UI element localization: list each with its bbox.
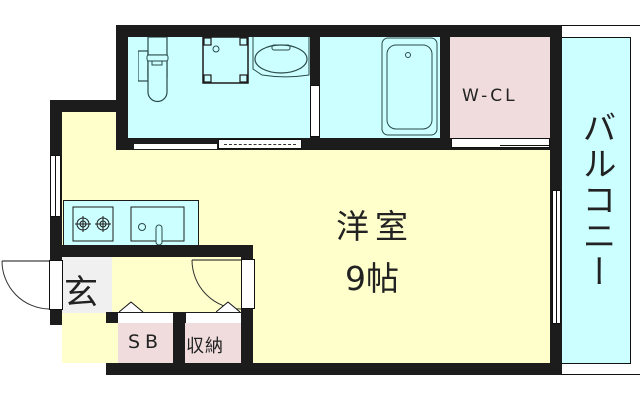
room-door[interactable] <box>241 259 255 309</box>
entry-top-wall <box>62 245 253 257</box>
door-track-line <box>500 145 550 146</box>
top-wall <box>116 25 562 37</box>
storage <box>185 323 241 363</box>
stove-icon <box>72 206 114 242</box>
western-room-name: 洋室 <box>336 207 414 246</box>
front-door[interactable] <box>49 260 63 310</box>
sliding-door-track[interactable] <box>218 139 302 149</box>
storage-label: 収納 <box>186 336 224 357</box>
bath-wcl-partition <box>440 37 450 138</box>
kitchen-sink-icon <box>130 206 185 246</box>
washroom-sliding-door[interactable] <box>134 144 217 149</box>
walk-in-closet-label: W-CL <box>462 86 518 106</box>
upper-left-wall <box>50 100 128 112</box>
entrance <box>62 257 112 313</box>
balcony <box>562 37 631 364</box>
sb-door[interactable] <box>118 313 173 323</box>
washroom-door[interactable] <box>310 85 320 137</box>
balcony-label: バルコニー <box>576 110 616 290</box>
bathtub-icon <box>381 37 438 136</box>
door-track-line <box>224 144 296 145</box>
washing-machine-pan-icon <box>202 37 249 84</box>
window-line <box>55 155 56 217</box>
shoe-box <box>118 323 173 363</box>
entrance-label: 玄 <box>64 273 98 313</box>
walk-in-closet <box>450 37 550 138</box>
bottom-wall <box>106 363 562 375</box>
western-room-size: 9帖 <box>345 259 399 298</box>
closet-door-arrow-icon <box>119 301 144 313</box>
storage-door[interactable] <box>186 313 241 323</box>
room-upper-left <box>62 112 116 150</box>
closet-partition <box>173 313 185 363</box>
washbasin-icon <box>252 37 310 78</box>
shoe-box-label: SB <box>128 331 164 353</box>
bath-left-wall <box>116 25 128 150</box>
toilet-icon <box>138 37 169 103</box>
balcony-outline <box>562 25 640 375</box>
closet-door-arrow-icon <box>216 301 241 313</box>
wcl-sliding-door[interactable] <box>451 138 550 148</box>
window-line <box>556 190 557 324</box>
door-swing-icon <box>1 260 50 310</box>
